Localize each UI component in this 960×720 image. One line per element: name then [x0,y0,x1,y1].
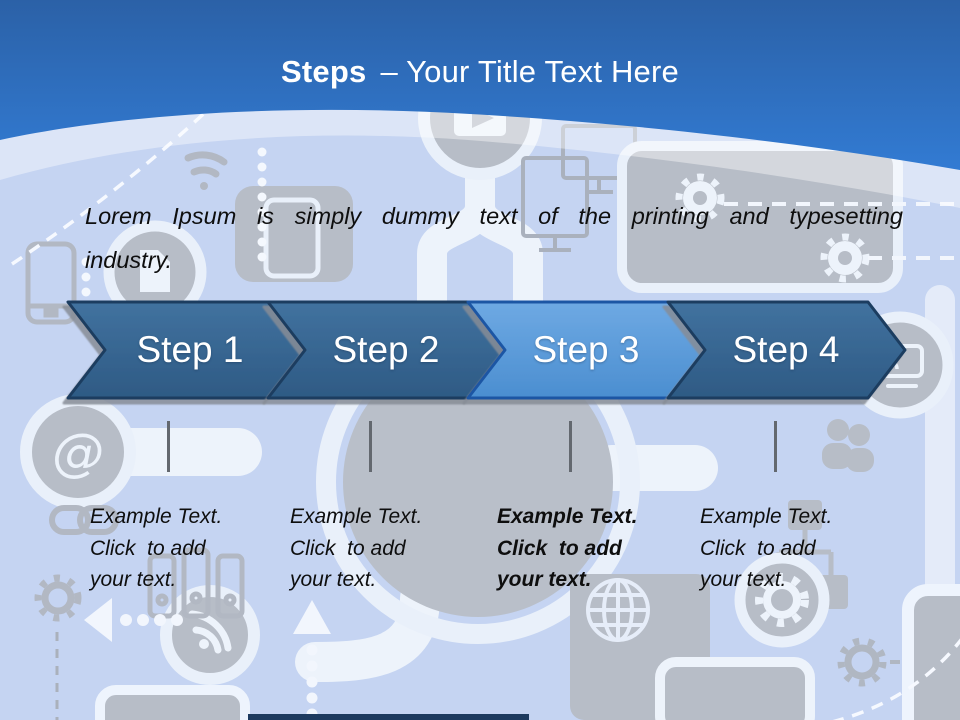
chain-icon [49,505,119,535]
desc-line: Example Text. [497,505,638,528]
step-3-label[interactable]: Step 3 [532,329,640,370]
at-sign-icon: @ [20,394,136,510]
step-1-label[interactable]: Step 1 [136,329,244,370]
wifi-icon [184,151,228,190]
step-1-description[interactable]: Example Text. Click to add your text. [90,501,250,596]
step-4-description[interactable]: Example Text. Click to add your text. [700,501,860,596]
desc-line: Example Text. [290,505,423,528]
step-4-label[interactable]: Step 4 [732,329,840,370]
desc-line: Example Text. [700,505,833,528]
steps-chevrons [66,300,907,400]
title-bold: Steps [281,54,367,89]
desc-line: Click to add [700,536,816,560]
desc-line: Click to add [497,536,622,560]
desc-line: your text. [700,568,787,591]
desc-line: Click to add [290,536,406,560]
arrow-left-icon [84,598,183,642]
arrow-up-icon [293,600,331,720]
bottom-shape-edge [248,714,529,720]
dashed-curves [11,104,960,720]
monitor-panel [617,141,958,293]
gear-outline-icon [34,574,82,622]
header-curve [0,0,960,170]
gear-icon [675,173,725,223]
document-icon [103,220,207,324]
gear-icon [820,233,870,283]
gear-circle-icon [734,552,830,648]
intro-line-1: Lorem Ipsum is simply dummy text of the … [85,203,903,229]
connector-line-1 [167,421,170,472]
smartphone-icon [25,241,77,325]
people-icon [822,419,874,472]
frame-shape [902,584,960,720]
page-title[interactable]: Steps – Your Title Text Here [0,54,960,90]
step-2-description[interactable]: Example Text. Click to add your text. [290,501,450,596]
rss-circle-icon [160,585,260,685]
intro-line-2: industry. [85,247,173,273]
desc-line: your text. [90,568,177,591]
desc-line: Click to add [90,536,206,560]
svg-text:@: @ [52,423,104,483]
connector-line-3 [569,421,572,472]
tablet-bottom-icon [95,685,250,720]
desc-line: Example Text. [90,505,223,528]
gear-outline-icon [837,637,887,687]
intro-text[interactable]: Lorem Ipsum is simply dummy text of the … [85,194,903,282]
header-banner [0,0,960,208]
step-4-chevron[interactable] [666,300,907,400]
title-rest: – Your Title Text Here [380,54,679,89]
connector-line-4 [774,421,777,472]
connector-line-2 [369,421,372,472]
globe-icon [570,574,815,720]
desc-line: your text. [497,568,592,591]
step-2-label[interactable]: Step 2 [332,329,440,370]
step-3-description[interactable]: Example Text. Click to add your text. [497,501,663,596]
desc-line: your text. [290,568,377,591]
archive-boxes-icon [147,547,245,619]
